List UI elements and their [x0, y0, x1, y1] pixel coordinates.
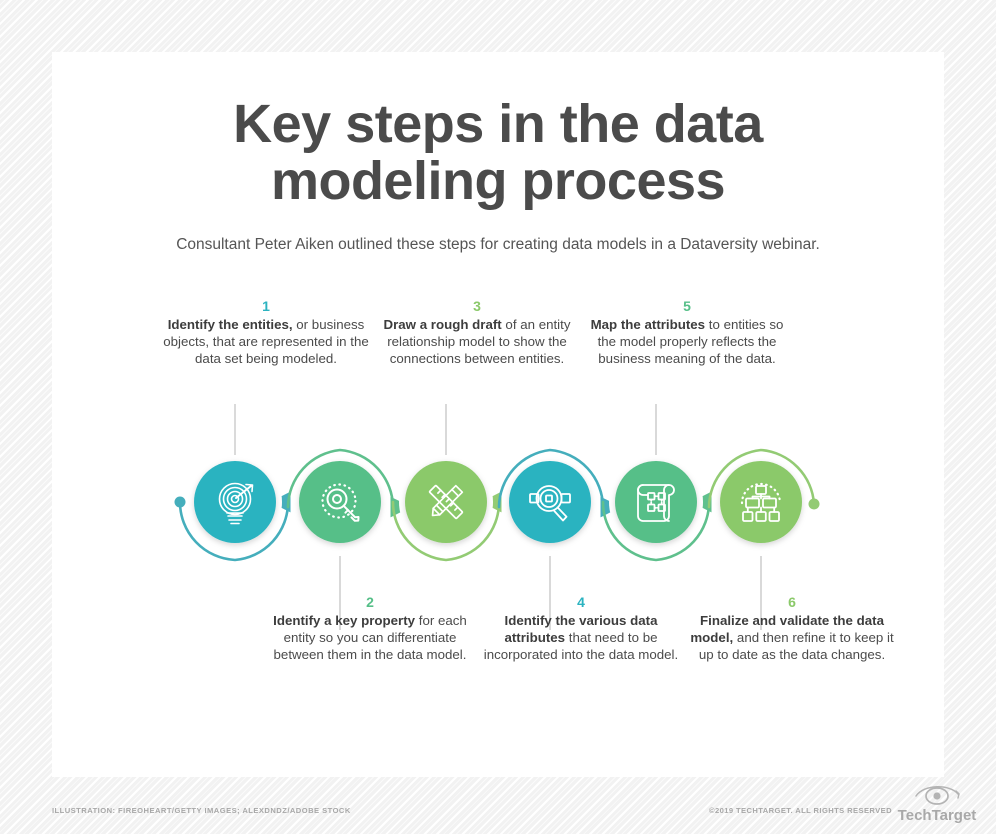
step-text-2: 2 Identify a key property for each entit…: [265, 594, 475, 663]
page-subtitle: Consultant Peter Aiken outlined these st…: [176, 236, 820, 253]
step-description-1: Identify the entities, or business objec…: [161, 316, 371, 367]
step-rest-1: or business objects, that are represente…: [163, 317, 369, 366]
step-number-4: 4: [577, 594, 585, 610]
step-rest-5: to entities so the model properly reflec…: [597, 317, 784, 366]
step-text-5: 5 Map the attributes to entities so the …: [582, 298, 792, 367]
hierarchy-chart-icon: [740, 482, 782, 522]
step-number-1: 1: [262, 298, 270, 314]
techtarget-logo: TechTarget: [896, 778, 978, 826]
step-text-6: 6 Finalize and validate the data model, …: [687, 594, 897, 663]
step-rest-6: and then refine it to keep it up to date…: [698, 630, 894, 662]
infographic-card: Key steps in the data modeling process C…: [52, 52, 944, 777]
step-text-4: 4 Identify the various data attributes t…: [476, 594, 686, 663]
step-bold-1: Identify the entities,: [167, 317, 293, 332]
step-bold-3: Draw a rough draft: [383, 317, 502, 332]
step-circle-1[interactable]: [194, 461, 276, 543]
magnifier-nodes-icon: [529, 485, 571, 522]
illustration-credit: ILLUSTRATION: FIREOHEART/GETTY IMAGES; A…: [52, 806, 351, 815]
footer: ILLUSTRATION: FIREOHEART/GETTY IMAGES; A…: [0, 777, 996, 834]
step-number-3: 3: [473, 298, 481, 314]
step-number-6: 6: [788, 594, 796, 610]
step-rest-4: that need to be incorporated into the da…: [483, 630, 679, 662]
step-bold-5: Map the attributes: [590, 317, 706, 332]
step-rest-3: of an entity relationship model to show …: [387, 317, 571, 366]
step-circle-3[interactable]: [405, 461, 487, 543]
step-number-2: 2: [366, 594, 374, 610]
page-title: Key steps in the data modeling process: [188, 96, 808, 210]
key-magnifier-icon: [321, 483, 360, 522]
page-title-line2: modeling process: [270, 151, 726, 211]
step-rest-2: for each entity so you can differentiate…: [273, 613, 467, 662]
page-title-line1: Key steps in the data: [233, 94, 763, 154]
circle-halos: [188, 455, 808, 549]
flow-arcs: [174, 448, 820, 562]
step-number-5: 5: [683, 298, 691, 314]
step-circle-4[interactable]: [509, 461, 591, 543]
step-description-3: Draw a rough draft of an entity relation…: [372, 316, 582, 367]
step-bold-2: Identify a key property: [273, 613, 416, 628]
target-lightbulb-icon: [218, 482, 254, 525]
step-description-4: Identify the various data attributes tha…: [476, 612, 686, 663]
step-text-3: 3 Draw a rough draft of an entity relati…: [372, 298, 582, 367]
step-circle-5[interactable]: [615, 461, 697, 543]
step-circle-6[interactable]: [720, 461, 802, 543]
step-bold-6: Finalize and validate the data model,: [690, 613, 884, 645]
techtarget-wordmark: TechTarget: [898, 807, 977, 824]
pencil-ruler-icon: [428, 484, 464, 520]
step-description-2: Identify a key property for each entity …: [265, 612, 475, 663]
step-bold-4: Identify the various data attributes: [504, 613, 658, 645]
eye-icon: [915, 786, 960, 805]
step-circle-2[interactable]: [299, 461, 381, 543]
step-text-1: 1 Identify the entities, or business obj…: [161, 298, 371, 367]
step-description-5: Map the attributes to entities so the mo…: [582, 316, 792, 367]
copyright-notice: ©2019 TECHTARGET. ALL RIGHTS RESERVED: [709, 806, 892, 815]
header: Key steps in the data modeling process C…: [52, 96, 944, 254]
blueprint-diagram-icon: [637, 484, 675, 522]
step-description-6: Finalize and validate the data model, an…: [687, 612, 897, 663]
